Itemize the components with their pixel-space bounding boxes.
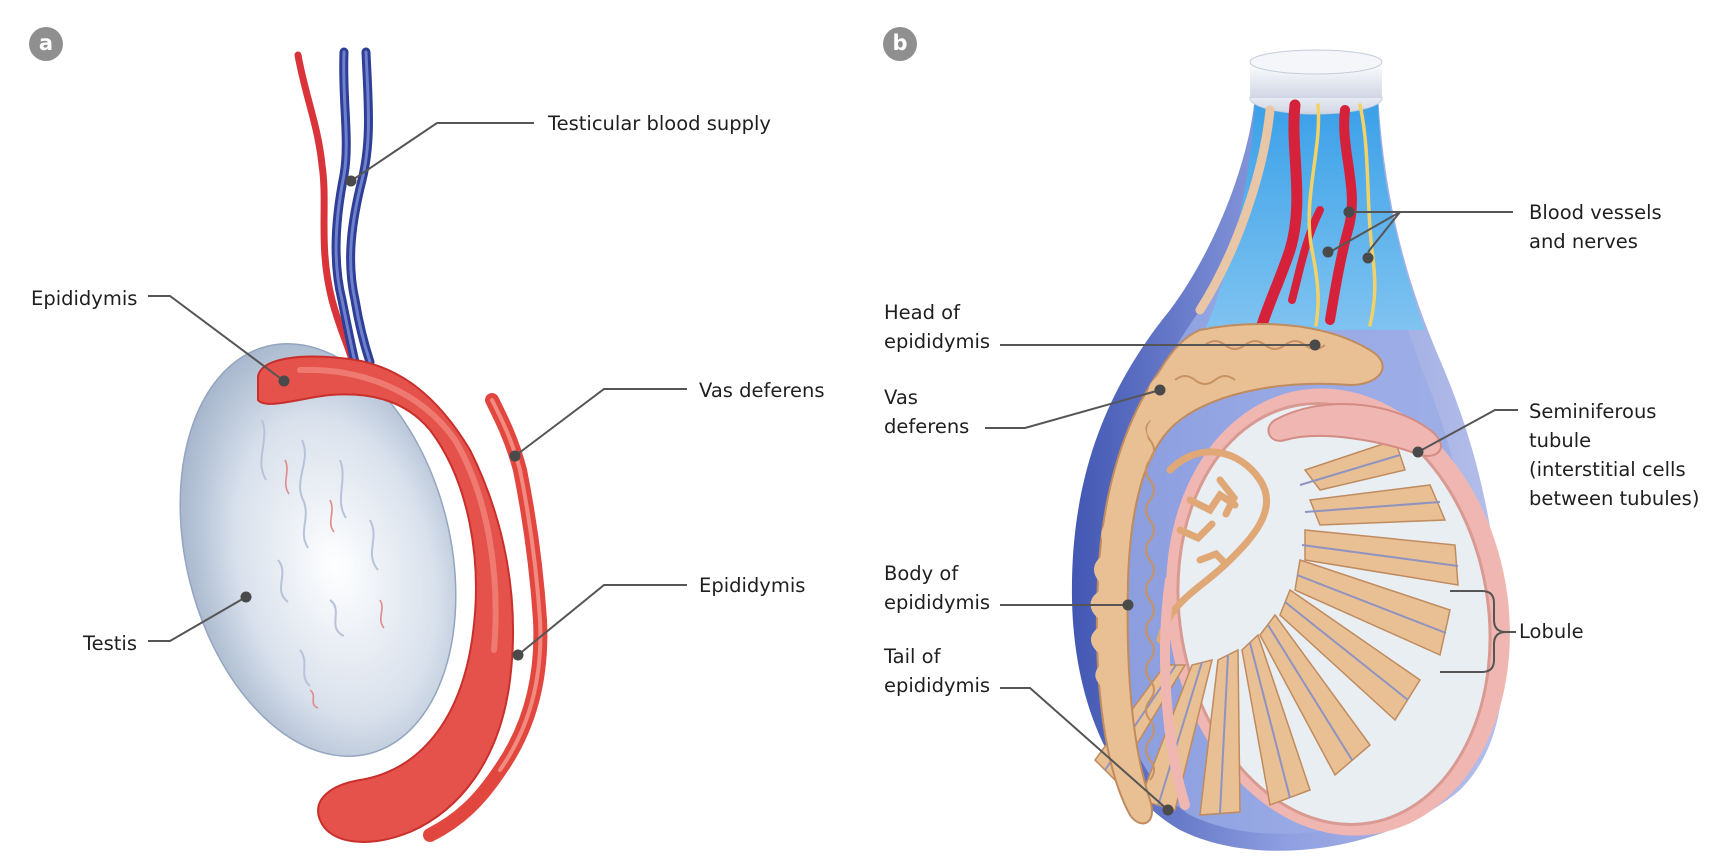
label-lobule: Lobule xyxy=(1519,620,1584,643)
label-vas-deferens-b: Vas deferens xyxy=(884,383,969,441)
leader-epididymis-left xyxy=(148,295,285,382)
label-body-of-epididymis-line2: epididymis xyxy=(884,591,991,614)
panel-a-badge: a xyxy=(29,27,63,61)
testis-red-capillaries xyxy=(284,459,385,709)
label-vas-deferens-b-line2: deferens xyxy=(884,415,970,438)
cord-nerve-1 xyxy=(1307,103,1321,327)
label-blood-vessels-line1: Blood vessels xyxy=(1529,201,1662,224)
leader-dot-blood-vessels-3 xyxy=(1322,246,1334,258)
cord-artery-2 xyxy=(1325,105,1357,325)
leader-dot-blood-vessels-2 xyxy=(1362,252,1374,264)
leader-epididymis-right xyxy=(517,584,687,656)
cord-nerve-2 xyxy=(1358,103,1377,327)
testis-vessel-lines xyxy=(260,419,379,687)
label-seminiferous-line2: tubule xyxy=(1529,429,1592,452)
septa xyxy=(1104,454,1459,814)
leader-dot-body-of-epididymis xyxy=(1122,599,1134,611)
testicular-artery xyxy=(294,51,356,364)
label-tail-of-epididymis: Tail of epididymis xyxy=(884,642,990,700)
epididymis-highlight xyxy=(297,366,499,653)
testicular-vein-1-highlight xyxy=(334,50,357,364)
label-epididymis-right: Epididymis xyxy=(699,574,806,597)
leader-dot-epididymis-left xyxy=(278,375,290,387)
testis-shape xyxy=(179,343,457,757)
label-epididymis-left: Epididymis xyxy=(31,287,138,310)
rete-testis xyxy=(1156,448,1270,644)
label-testicular-blood-supply: Testicular blood supply xyxy=(548,112,771,135)
leader-dot-epididymis-right xyxy=(512,649,524,661)
leader-dot-testis xyxy=(240,591,252,603)
epididymis-shape xyxy=(257,355,515,843)
leader-blood-vessels-2 xyxy=(1367,211,1401,253)
leader-dot-blood-vessels-1 xyxy=(1343,206,1355,218)
panel-a-illustration xyxy=(148,47,687,843)
label-seminiferous-line4: between tubules) xyxy=(1529,487,1700,510)
label-vas-deferens-b-line1: Vas xyxy=(884,386,918,409)
label-seminiferous-tubule: Seminiferous tubule (interstitial cells … xyxy=(1529,397,1699,513)
panel-b-illustration xyxy=(985,49,1518,851)
label-vas-deferens: Vas deferens xyxy=(699,379,825,402)
leader-dot-vas-deferens xyxy=(509,450,521,462)
inner-duct xyxy=(1160,575,1190,810)
label-blood-vessels-line2: and nerves xyxy=(1529,230,1638,253)
label-head-of-epididymis-line2: epididymis xyxy=(884,330,991,353)
label-testis: Testis xyxy=(83,632,137,655)
vas-deferens-tube-highlight xyxy=(490,398,543,772)
testicular-vein-2-highlight xyxy=(349,50,372,364)
label-seminiferous-line3: (interstitial cells xyxy=(1529,458,1686,481)
cord-cut-top xyxy=(1249,49,1383,75)
cord-artery-1 xyxy=(1256,99,1303,331)
leader-dot-testicular-blood-supply xyxy=(345,175,357,187)
leader-dot-tail-of-epididymis xyxy=(1162,804,1174,816)
leader-dot-head-of-epididymis xyxy=(1309,339,1321,351)
leader-vas-deferens-b xyxy=(985,389,1161,429)
label-body-of-epididymis: Body of epididymis xyxy=(884,559,990,617)
label-body-of-epididymis-line1: Body of xyxy=(884,562,959,585)
label-seminiferous-line1: Seminiferous xyxy=(1529,400,1657,423)
leader-dot-vas-deferens-b xyxy=(1154,384,1166,396)
leader-blood-vessels-3 xyxy=(1329,211,1401,253)
panel-b-badge: b xyxy=(883,27,917,61)
leader-tail-of-epididymis xyxy=(1000,687,1169,811)
label-tail-of-epididymis-line1: Tail of xyxy=(884,645,941,668)
leader-dot-seminiferous xyxy=(1412,446,1424,458)
leader-testis xyxy=(148,596,247,642)
cord-vas-strip xyxy=(1195,105,1275,315)
label-tail-of-epididymis-line2: epididymis xyxy=(884,674,991,697)
label-head-of-epididymis: Head of epididymis xyxy=(884,298,990,356)
leader-vas-deferens xyxy=(514,388,687,457)
cord-artery-3 xyxy=(1288,206,1324,304)
leader-testicular-blood-supply xyxy=(350,122,534,182)
vas-deferens-b xyxy=(1090,375,1165,761)
label-blood-vessels-and-nerves: Blood vessels and nerves xyxy=(1529,198,1662,256)
leader-seminiferous xyxy=(1417,409,1518,453)
label-head-of-epididymis-line1: Head of xyxy=(884,301,960,324)
